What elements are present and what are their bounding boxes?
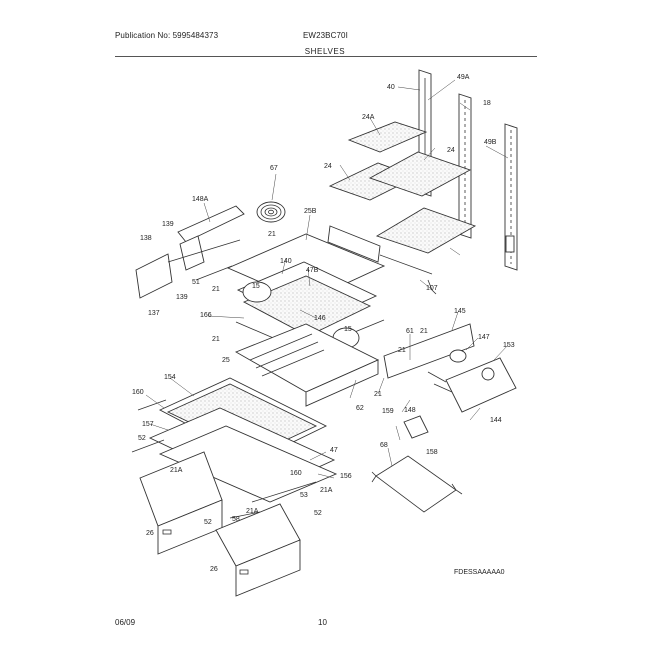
callout-label: 145 [454,308,466,315]
shelf-24-upper [368,151,472,197]
callout-label: 144 [490,417,502,424]
footer-date: 06/09 [115,618,136,627]
knob-153 [481,367,495,381]
callout-label: 21 [374,391,382,398]
callout-label: 160 [290,470,302,477]
leader-lines [145,79,509,479]
footer-page-number: 10 [318,618,327,627]
model-number: EW23BC70I [303,31,348,40]
callout-label: 137 [148,310,160,317]
callout-label: 51 [192,279,200,286]
shelf-rail-right-upright [504,123,518,271]
callout-label: 52 [204,519,212,526]
callout-label: 21 [268,231,276,238]
crisper-drawer-left [139,451,223,555]
callout-label: 47B [306,267,319,274]
diagram-code: FDESSAAAAA0 [454,569,505,576]
callout-label: 49B [484,139,497,146]
callout-label: 147 [478,334,490,341]
callout-label: 52 [314,510,322,517]
callout-label: 158 [426,449,438,456]
callout-label: 21 [212,286,220,293]
callout-label: 21A [246,508,259,515]
callout-label: 58 [232,516,240,523]
callout-label: 139 [176,294,188,301]
callout-label: 62 [356,405,364,412]
wire-rack-68 [371,455,463,513]
callout-label: 140 [280,258,292,265]
callout-label: 24A [362,114,375,121]
callout-label: 26 [146,530,154,537]
callout-label: 18 [483,100,491,107]
callout-label: 21A [170,467,183,474]
control-housing-145 [383,323,475,379]
callout-label: 153 [503,342,515,349]
callout-label: 26 [210,566,218,573]
callout-label: 138 [140,235,152,242]
clip-158 [403,415,429,439]
fan-grille-67 [256,201,286,223]
callout-label: 53 [300,492,308,499]
trim-156 [158,425,338,503]
callout-label: 25 [222,357,230,364]
callout-label: 154 [164,374,176,381]
callout-label: 21 [398,347,406,354]
callout-label: 146 [314,315,326,322]
callout-label: 49A [457,74,470,81]
callout-label: 148 [404,407,416,414]
callout-label: 15 [344,326,352,333]
bracket-139-upper [179,235,205,271]
callout-label: 21 [420,328,428,335]
cover-107 [327,225,381,263]
control-panel-144 [445,357,517,413]
callout-label: 24 [324,163,332,170]
housing-137 [135,253,173,299]
crisper-cover-glass [242,275,372,337]
callout-label: 148A [192,196,209,203]
shelf-rail-middle-upright [458,93,472,239]
callout-label: 139 [162,221,174,228]
callout-label: 61 [406,328,414,335]
crisper-drawer-right [215,503,301,597]
callout-label: 21A [320,487,333,494]
callout-label: 156 [340,473,352,480]
shelf-24-lower [375,207,477,254]
callout-label: 40 [387,84,395,91]
frame-62-front [305,359,379,407]
callout-label: 67 [270,165,278,172]
detail-circle-left [242,281,272,303]
header-rule [115,56,537,57]
callout-label: 52 [138,435,146,442]
callout-label: 24 [447,147,455,154]
publication-number: Publication No: 5995484373 [115,31,219,40]
cover-148a [177,205,245,243]
callout-label: 160 [132,389,144,396]
callout-label: 15 [252,283,260,290]
callout-label: 47 [330,447,338,454]
callout-label: 159 [382,408,394,415]
section-title: SHELVES [304,47,346,56]
callout-label: 166 [200,312,212,319]
callout-label: 107 [426,285,438,292]
callout-label: 68 [380,442,388,449]
shelf-24a [347,121,428,153]
knob-147 [449,349,467,363]
callout-label: 157 [142,421,154,428]
callout-labels: 40 49A 18 24A 24 49B 24 67 148A 25B 139 … [132,74,515,573]
callout-label: 21 [212,336,220,343]
callout-label: 25B [304,208,317,215]
